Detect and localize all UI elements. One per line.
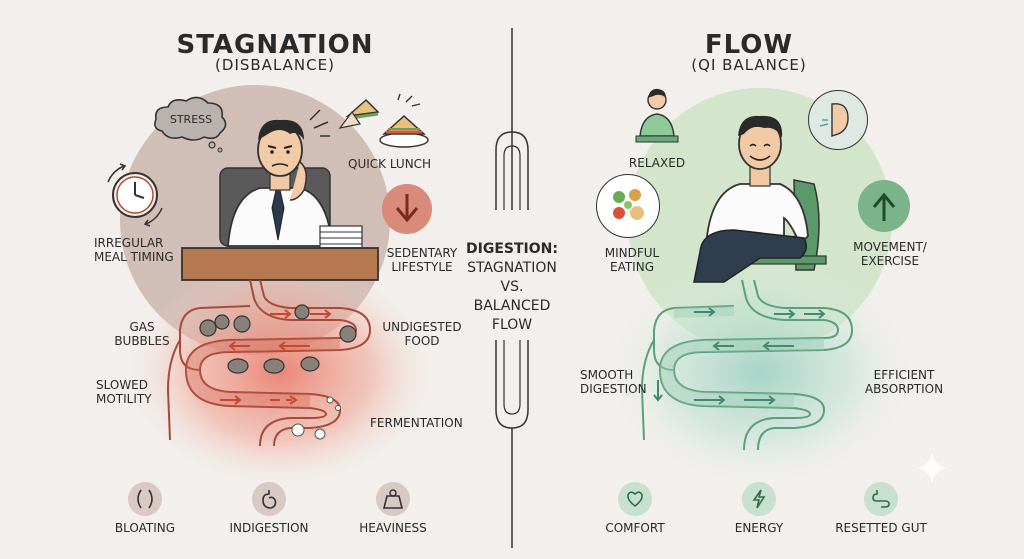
stagnation-panel: STAGNATION (DISBALANCE) STRESS QUICK LUN… [0, 0, 500, 559]
indigestion-icon [252, 482, 286, 516]
stagnation-title: STAGNATION [176, 30, 374, 60]
stagnation-subtitle: (DISBALANCE) [215, 56, 335, 74]
stagnated-intestine [166, 279, 372, 447]
sandwich-icon [338, 93, 429, 148]
bloating-icon [128, 482, 162, 516]
relaxed-label: RELAXED [628, 156, 686, 170]
salad-plate-icon [596, 174, 660, 238]
sparkle-icon [916, 452, 948, 484]
stress-cloud-icon [154, 96, 227, 153]
center-divider [495, 28, 529, 548]
stressed-person-at-desk [181, 109, 379, 281]
quick-lunch-label: QUICK LUNCH [348, 157, 432, 171]
movement-exercise-label: MOVEMENT/EXERCISE [853, 240, 927, 268]
breathing-face-icon [808, 90, 868, 150]
heaviness-label: HEAVINESS [359, 521, 427, 535]
indigestion-label: INDIGESTION [229, 521, 309, 535]
comfort-label: COMFORT [605, 521, 665, 535]
flow-title: FLOW [704, 30, 794, 60]
flowing-intestine [640, 279, 854, 451]
lightning-icon [742, 482, 776, 516]
bloating-label: BLOATING [114, 521, 176, 535]
energy-label: ENERGY [734, 521, 784, 535]
heart-icon [618, 482, 652, 516]
gut-icon [864, 482, 898, 516]
up-arrow-icon [858, 180, 910, 232]
fermentation-label: FERMENTATION [370, 416, 463, 430]
center-title: DIGESTION: STAGNATION VS. BALANCED FLOW [466, 241, 558, 333]
flow-subtitle: (QI BALANCE) [691, 56, 807, 74]
resetted-gut-label: RESETTED GUT [835, 521, 927, 535]
down-arrow-icon [382, 184, 432, 234]
weight-icon [376, 482, 410, 516]
relaxed-person-in-chair [693, 115, 827, 283]
stress-label: STRESS [169, 113, 213, 126]
clock-icon [107, 163, 163, 227]
relaxed-person-icon [635, 88, 679, 143]
